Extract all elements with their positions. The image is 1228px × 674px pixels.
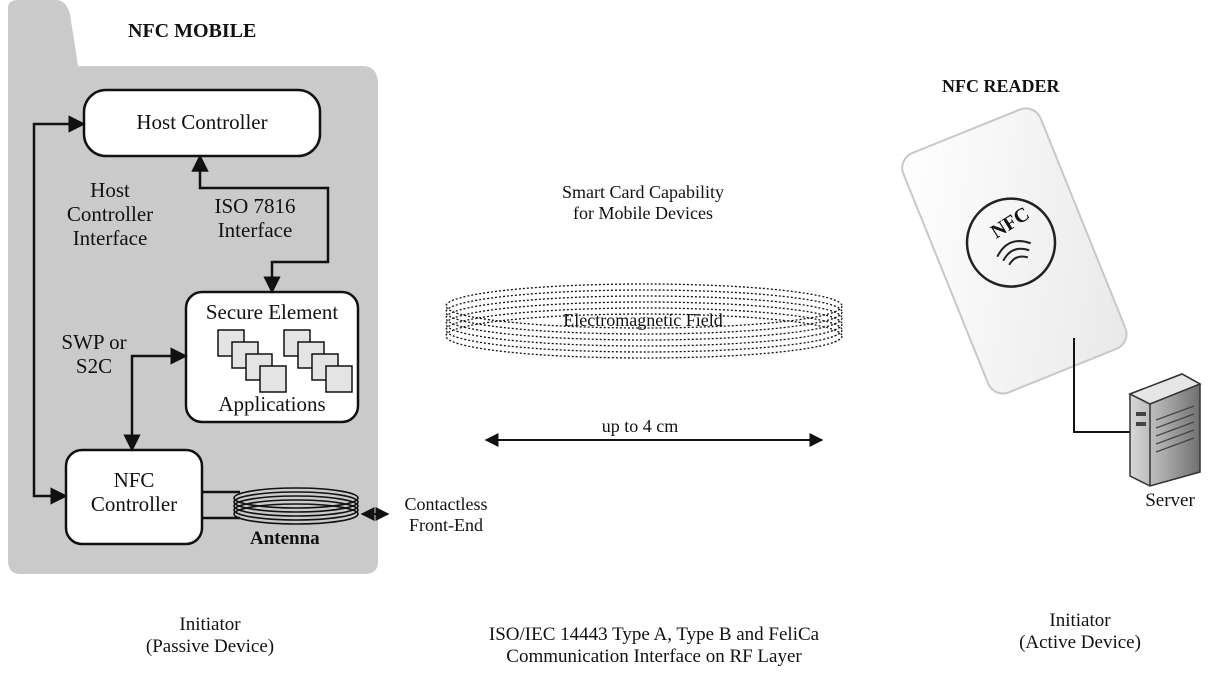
electromagnetic-field-rings xyxy=(445,283,843,359)
footer-left: Initiator (Passive Device) xyxy=(145,614,275,657)
nfc-controller-label: NFC Controller xyxy=(90,468,178,517)
antenna-coil xyxy=(233,487,359,525)
nfc-reader-card xyxy=(901,107,1128,395)
iso7816-label: ISO 7816 Interface xyxy=(214,194,296,243)
applications-label: Applications xyxy=(218,392,326,416)
connector-lines xyxy=(32,115,330,520)
footer-right: Initiator (Active Device) xyxy=(1019,610,1141,653)
hci-label: Host Controller Interface xyxy=(66,178,154,251)
antenna-label: Antenna xyxy=(250,528,320,549)
secure-element-label: Secure Element xyxy=(205,300,339,324)
host-controller-label: Host Controller xyxy=(136,110,268,134)
range-label: up to 4 cm xyxy=(601,416,679,436)
swp-label: SWP or S2C xyxy=(61,330,127,379)
mobile-title: NFC MOBILE xyxy=(128,20,257,42)
server-icon xyxy=(1128,373,1202,487)
server-label: Server xyxy=(1145,490,1195,511)
reader-title: NFC READER xyxy=(942,76,1060,96)
capability-label: Smart Card Capability for Mobile Devices xyxy=(562,182,724,223)
field-label: Electromagnetic Field xyxy=(563,310,723,330)
contactless-label: Contactless Front-End xyxy=(404,494,488,535)
footer-center: ISO/IEC 14443 Type A, Type B and FeliCa … xyxy=(488,624,820,667)
reader-server-cable xyxy=(1073,338,1130,433)
application-chips xyxy=(217,329,353,393)
